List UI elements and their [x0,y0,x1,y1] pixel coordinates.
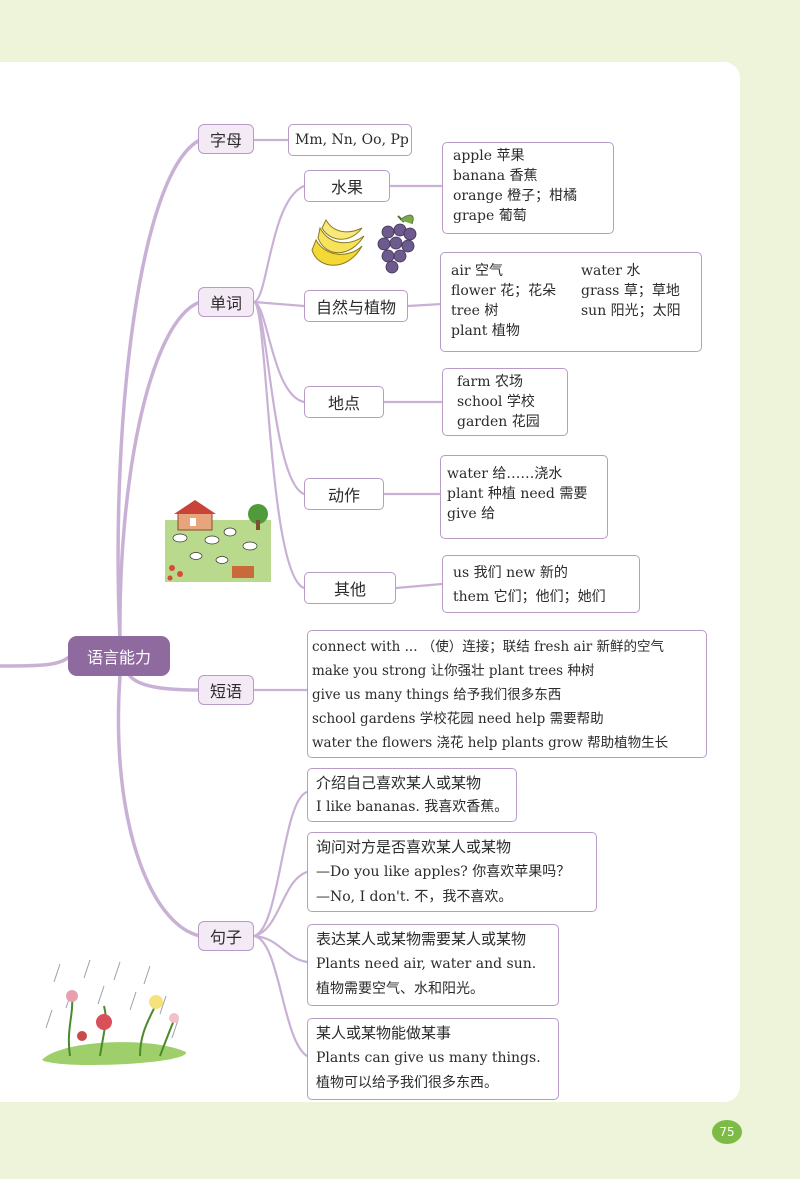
actions-words-box: water 给……浇水 plant 种植 need 需要 give 给 [440,455,608,539]
nature-left-column: air 空气 flower 花；花朵 tree 树 plant 植物 [451,261,581,343]
word-group-places: 地点 [304,386,384,418]
word-line: grass 草；草地 [581,283,680,299]
sentence-line: Plants can give us many things. [316,1050,541,1066]
phrases-box: connect with ... （使）连接；联结 fresh air 新鲜的空… [307,630,707,758]
root-node: 语言能力 [68,636,170,676]
word-group-actions: 动作 [304,478,384,510]
word-line: give 给 [447,506,496,522]
sentence-line: 植物需要空气、水和阳光。 [316,981,484,997]
word-group-others: 其他 [304,572,396,604]
word-line: banana 香蕉 [453,168,538,184]
page-number: 75 [712,1120,742,1144]
word-line: them 它们；他们；她们 [453,589,606,605]
branch-words: 单词 [198,287,254,317]
nature-right-column: water 水 grass 草；草地 sun 阳光；太阳 [581,261,681,343]
others-words-box: us 我们 new 新的 them 它们；他们；她们 [442,555,640,613]
word-line: us 我们 new 新的 [453,565,568,581]
phrase-line: make you strong 让你强壮 plant trees 种树 [312,663,595,679]
branch-letters: 字母 [198,124,254,154]
sentence-box-ask: 询问对方是否喜欢某人或某物 —Do you like apples? 你喜欢苹果… [307,832,597,912]
nature-words-box: air 空气 flower 花；花朵 tree 树 plant 植物 water… [440,252,702,352]
word-line: water 水 [581,263,641,279]
sentence-heading: 介绍自己喜欢某人或某物 [316,774,482,792]
places-words-box: farm 农场 school 学校 garden 花园 [442,368,568,436]
phrase-line: water the flowers 浇花 help plants grow 帮助… [312,735,669,751]
branch-phrases: 短语 [198,675,254,705]
letters-box: Mm, Nn, Oo, Pp [288,124,412,156]
word-line: water 给……浇水 [447,466,563,482]
word-line: plant 植物 [451,323,520,339]
word-line: apple 苹果 [453,148,525,164]
fruit-words-box: apple 苹果 banana 香蕉 orange 橙子；柑橘 grape 葡萄 [442,142,614,234]
word-line: tree 树 [451,303,499,319]
phrase-line: give us many things 给予我们很多东西 [312,687,562,703]
sentence-line: I like bananas. 我喜欢香蕉。 [316,799,509,815]
phrase-line: connect with ... （使）连接；联结 fresh air 新鲜的空… [312,639,665,655]
word-line: grape 葡萄 [453,208,527,224]
sentence-heading: 询问对方是否喜欢某人或某物 [316,838,512,856]
word-line: garden 花园 [457,414,540,430]
sentence-line: —Do you like apples? 你喜欢苹果吗？ [316,864,571,880]
word-line: air 空气 [451,263,503,279]
sentence-box-can: 某人或某物能做某事 Plants can give us many things… [307,1018,559,1100]
sentence-line: —No, I don't. 不，我不喜欢。 [316,889,513,905]
branch-sentences: 句子 [198,921,254,951]
word-line: orange 橙子；柑橘 [453,188,578,204]
word-line: school 学校 [457,394,535,410]
farm-illustration [165,500,271,582]
word-line: plant 种植 need 需要 [447,486,588,502]
word-line: farm 农场 [457,374,523,390]
sentence-line: Plants need air, water and sun. [316,956,537,972]
sentence-box-need: 表达某人或某物需要某人或某物 Plants need air, water an… [307,924,559,1006]
word-group-nature: 自然与植物 [304,290,408,322]
sentence-heading: 某人或某物能做某事 [316,1024,452,1042]
word-line: flower 花；花朵 [451,283,557,299]
banana-illustration [311,218,365,266]
sentence-line: 植物可以给予我们很多东西。 [316,1075,498,1091]
phrase-line: school gardens 学校花园 need help 需要帮助 [312,711,604,727]
sentence-box-like: 介绍自己喜欢某人或某物 I like bananas. 我喜欢香蕉。 [307,768,517,822]
word-group-fruit: 水果 [304,170,390,202]
letters-text: Mm, Nn, Oo, Pp [295,132,409,148]
word-line: sun 阳光；太阳 [581,303,681,319]
grape-illustration [377,214,417,274]
rain-plants-illustration [42,959,187,1066]
sentence-heading: 表达某人或某物需要某人或某物 [316,930,527,948]
